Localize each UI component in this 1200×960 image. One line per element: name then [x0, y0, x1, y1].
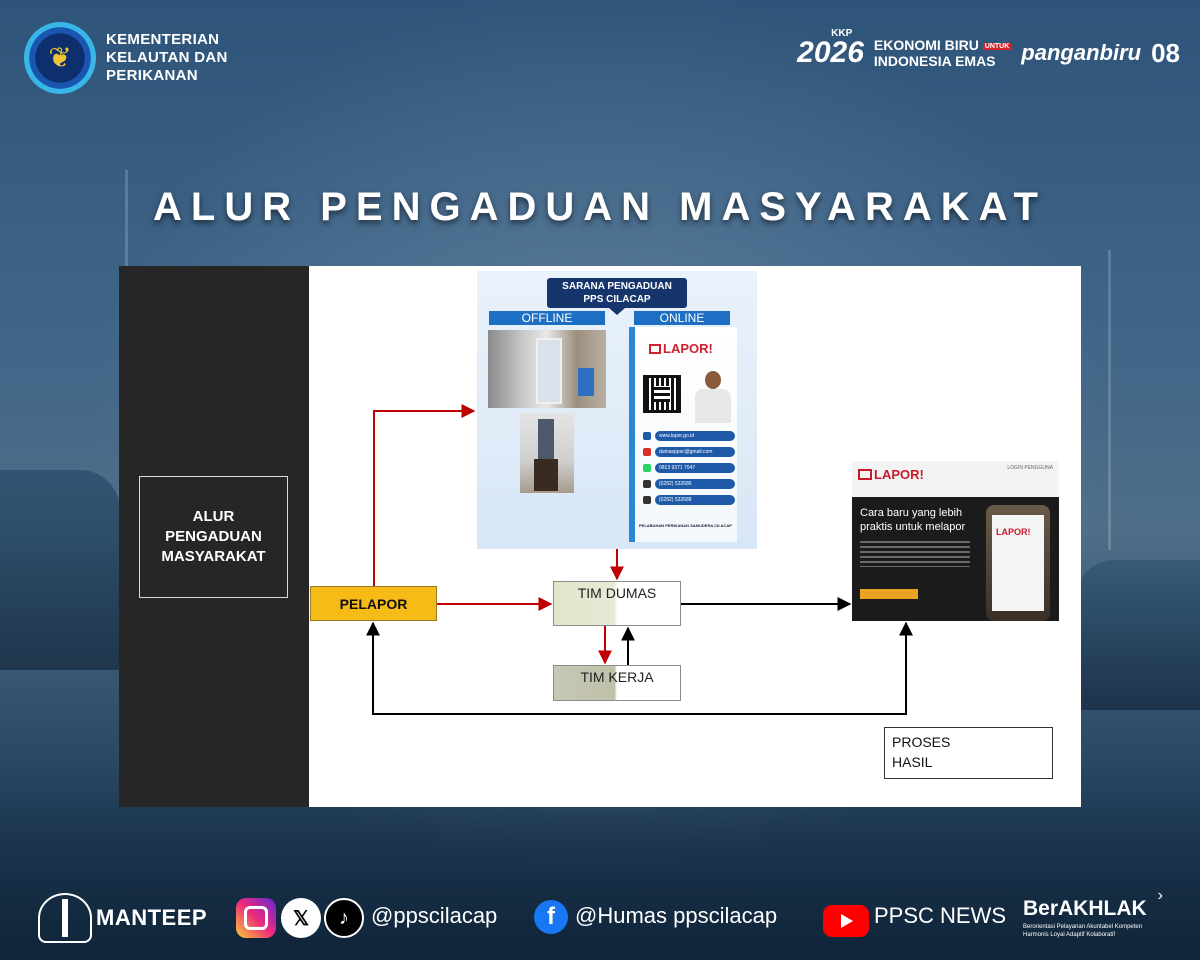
facebook-icon[interactable]: f	[534, 900, 568, 934]
brand-08: 08	[1151, 40, 1180, 66]
chevron-right-icon: ›	[1157, 887, 1163, 904]
facebook-handle[interactable]: @Humas ppscilacap	[575, 903, 778, 928]
web-login-label: LOGIN PENGGUNA	[1007, 465, 1053, 471]
web-phone-image: LAPOR!	[986, 505, 1050, 621]
brand-panganbiru: panganbiru	[1021, 40, 1142, 65]
contact-fax: (0282) 532688	[655, 495, 735, 505]
diagram-side-bar: ALUR PENGADUAN MASYARAKAT	[119, 266, 309, 807]
web-phone-logo: LAPOR!	[996, 527, 1031, 537]
web-download-button	[860, 589, 918, 599]
web-header: LAPOR! LOGIN PENGGUNA	[852, 461, 1059, 497]
complaint-box-base	[534, 459, 558, 491]
manteep-label: MANTEEP	[96, 905, 208, 930]
brand-2026-label: 2026	[797, 36, 864, 69]
garuda-icon: ❦	[48, 42, 72, 73]
contact-item: (0282) 532688	[643, 495, 735, 505]
office-photo	[488, 330, 606, 408]
background-boat-right	[1075, 560, 1200, 710]
web-icon	[643, 432, 651, 440]
web-tagline: Cara baru yang lebih praktis untuk melap…	[860, 507, 966, 533]
youtube-handle[interactable]: PPSC NEWS	[874, 903, 1007, 928]
lapor-logo: LAPOR!	[649, 341, 713, 356]
contact-whatsapp: 0813 9371 7047	[655, 463, 735, 473]
fax-icon	[643, 496, 651, 504]
footer: MANTEEP 𝕏 ♪ @ppscilacap f @Humas ppscila…	[0, 885, 1200, 955]
manteep-branding: MANTEEP	[38, 893, 207, 943]
ministry-logo: ❦	[24, 22, 96, 94]
instagram-handle[interactable]: @ppscilacap	[371, 903, 498, 928]
node-pelapor: PELAPOR	[310, 586, 437, 621]
contact-website: www.lapor.go.id	[655, 431, 735, 441]
side-label-box: ALUR PENGADUAN MASYARAKAT	[139, 476, 288, 598]
legend: PROSES HASIL	[884, 727, 1053, 779]
whatsapp-icon	[643, 464, 651, 472]
online-label: ONLINE	[634, 311, 730, 325]
web-logo-icon	[858, 469, 872, 480]
node-tim-kerja: TIM KERJA	[553, 665, 681, 701]
diagram-panel: ALUR PENGADUAN MASYARAKAT SARANA PENGADU…	[119, 266, 1081, 807]
complaint-box-photo	[520, 413, 574, 493]
page-title: ALUR PENGADUAN MASYARAKAT	[153, 185, 1047, 229]
office-sign	[578, 368, 594, 396]
node-tim-dumas: TIM DUMAS	[553, 581, 681, 626]
web-logo: LAPOR!	[858, 467, 924, 482]
contact-item: www.lapor.go.id	[643, 431, 735, 441]
header-brands: KKP 2026 EKONOMI BIRU UNTUK INDONESIA EM…	[797, 29, 1180, 69]
web-logo-text: LAPOR!	[874, 467, 924, 482]
arrow-lapor-to-pelapor-loop	[366, 621, 913, 715]
web-paragraph	[860, 541, 970, 567]
contact-item: 0813 9371 7047	[643, 463, 735, 473]
sarana-pengaduan-poster: SARANA PENGADUAN PPS CILACAP OFFLINE ONL…	[477, 271, 757, 549]
ministry-branding: ❦ KEMENTERIAN KELAUTAN DAN PERIKANAN	[24, 22, 228, 94]
person-body	[695, 389, 731, 423]
brand-ekonomi-untuk: UNTUK	[982, 42, 1012, 50]
berakhlak-label: BerAKHLAK	[1023, 897, 1147, 920]
tiktok-icon[interactable]: ♪	[324, 898, 364, 938]
legend-proses: PROSES	[892, 734, 951, 750]
legend-hasil: HASIL	[892, 754, 933, 770]
x-twitter-icon[interactable]: 𝕏	[281, 898, 321, 938]
complaint-box-stand	[538, 419, 554, 459]
background-mast	[1108, 250, 1111, 550]
manteep-emblem-icon	[38, 893, 92, 943]
phone-icon	[643, 480, 651, 488]
online-lapor-card: LAPOR! www.lapor.go.id dumasppsc@gmail.c…	[629, 327, 737, 542]
brand-kkp-2026: KKP 2026	[797, 29, 864, 69]
office-door	[536, 338, 562, 404]
poster-title: SARANA PENGADUAN PPS CILACAP	[547, 278, 687, 315]
person-head	[705, 371, 721, 389]
side-label: ALUR PENGADUAN MASYARAKAT	[161, 508, 266, 565]
background-boat-left	[0, 470, 120, 670]
brand-ekonomi-line2: INDONESIA EMAS	[873, 52, 996, 69]
mail-icon	[643, 448, 651, 456]
contact-item: dumasppsc@gmail.com	[643, 447, 735, 457]
brand-ekonomi-biru: EKONOMI BIRU UNTUK INDONESIA EMAS	[873, 37, 1012, 69]
poster-footer: PELABUHAN PERIKANAN SAMUDERA CILACAP	[639, 523, 732, 528]
berakhlak-branding: › BerAKHLAK Berorientasi Pelayanan Akunt…	[1023, 887, 1173, 939]
brand-kkp-label: KKP	[831, 28, 853, 39]
brand-08-label: 08	[1151, 38, 1180, 68]
contact-list: www.lapor.go.id dumasppsc@gmail.com 0813…	[643, 431, 735, 511]
instagram-icon[interactable]	[236, 898, 276, 938]
contact-phone: (0282) 532686	[655, 479, 735, 489]
arrow-pelapor-to-sarana	[373, 404, 476, 586]
contact-email: dumasppsc@gmail.com	[655, 447, 735, 457]
flow-arrows	[366, 404, 1047, 772]
lapor-website-screenshot: LAPOR! LOGIN PENGGUNA Cara baru yang leb…	[852, 461, 1059, 621]
offline-label: OFFLINE	[489, 311, 605, 325]
lapor-logo-text: LAPOR!	[663, 341, 713, 356]
berakhlak-subtitle: Berorientasi Pelayanan Akuntabel Kompete…	[1023, 924, 1143, 938]
youtube-icon[interactable]	[823, 905, 869, 937]
contact-item: (0282) 532686	[643, 479, 735, 489]
brand-ekonomi-line1: EKONOMI BIRU	[873, 37, 979, 54]
qr-code-icon	[643, 375, 681, 413]
web-phone-screen	[992, 515, 1044, 611]
lapor-logo-icon	[649, 344, 661, 354]
ministry-name: KEMENTERIAN KELAUTAN DAN PERIKANAN	[106, 31, 228, 84]
person-photo	[691, 371, 735, 423]
